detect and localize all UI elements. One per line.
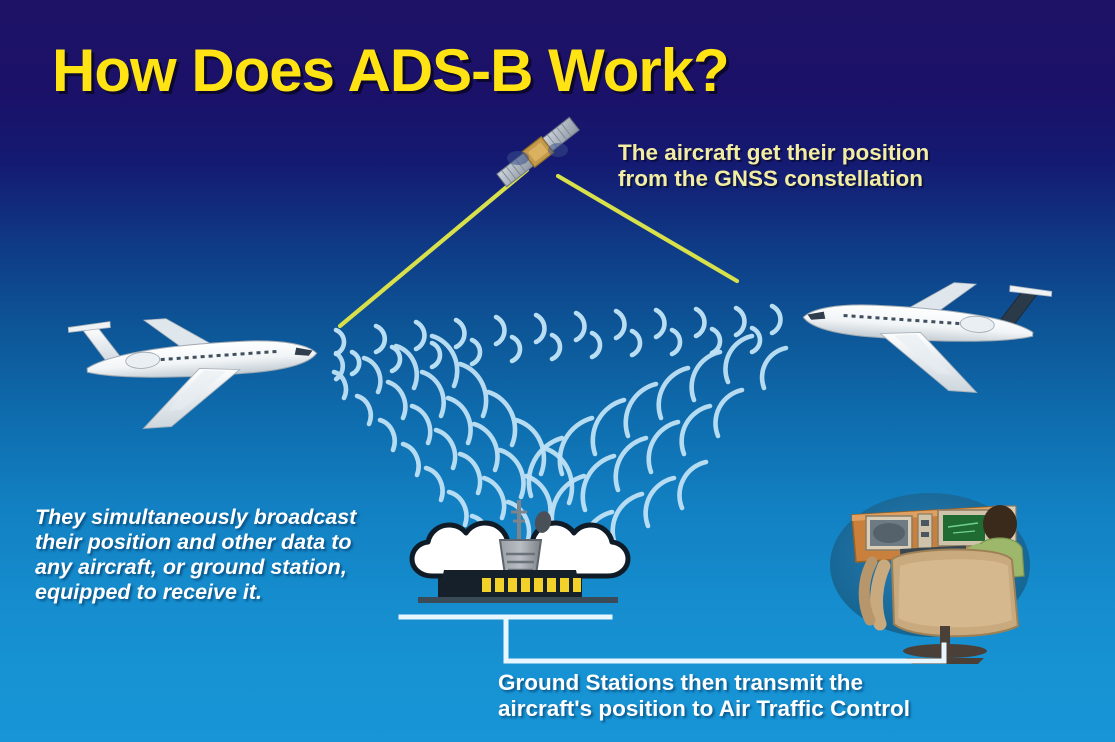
annotation-broadcast: They simultaneously broadcast their posi… [35,505,357,604]
annotation-gnss: The aircraft get their position from the… [618,140,930,192]
annotation-air-traffic-control: Ground Stations then transmit the aircra… [498,670,911,722]
aircraft-left [67,318,318,429]
page-title: How Does ADS-B Work? [52,37,730,104]
gnss-link-lines [337,167,740,329]
connector-bracket [398,614,947,664]
terminal-windows [482,578,581,592]
cloud-left-icon [409,520,511,579]
aircraft-right [802,282,1053,393]
gnss-satellite-icon [496,116,580,188]
ground-station-icon [409,500,631,603]
radio-waves-air-to-air [333,303,783,377]
atc-console-icon [830,493,1030,664]
